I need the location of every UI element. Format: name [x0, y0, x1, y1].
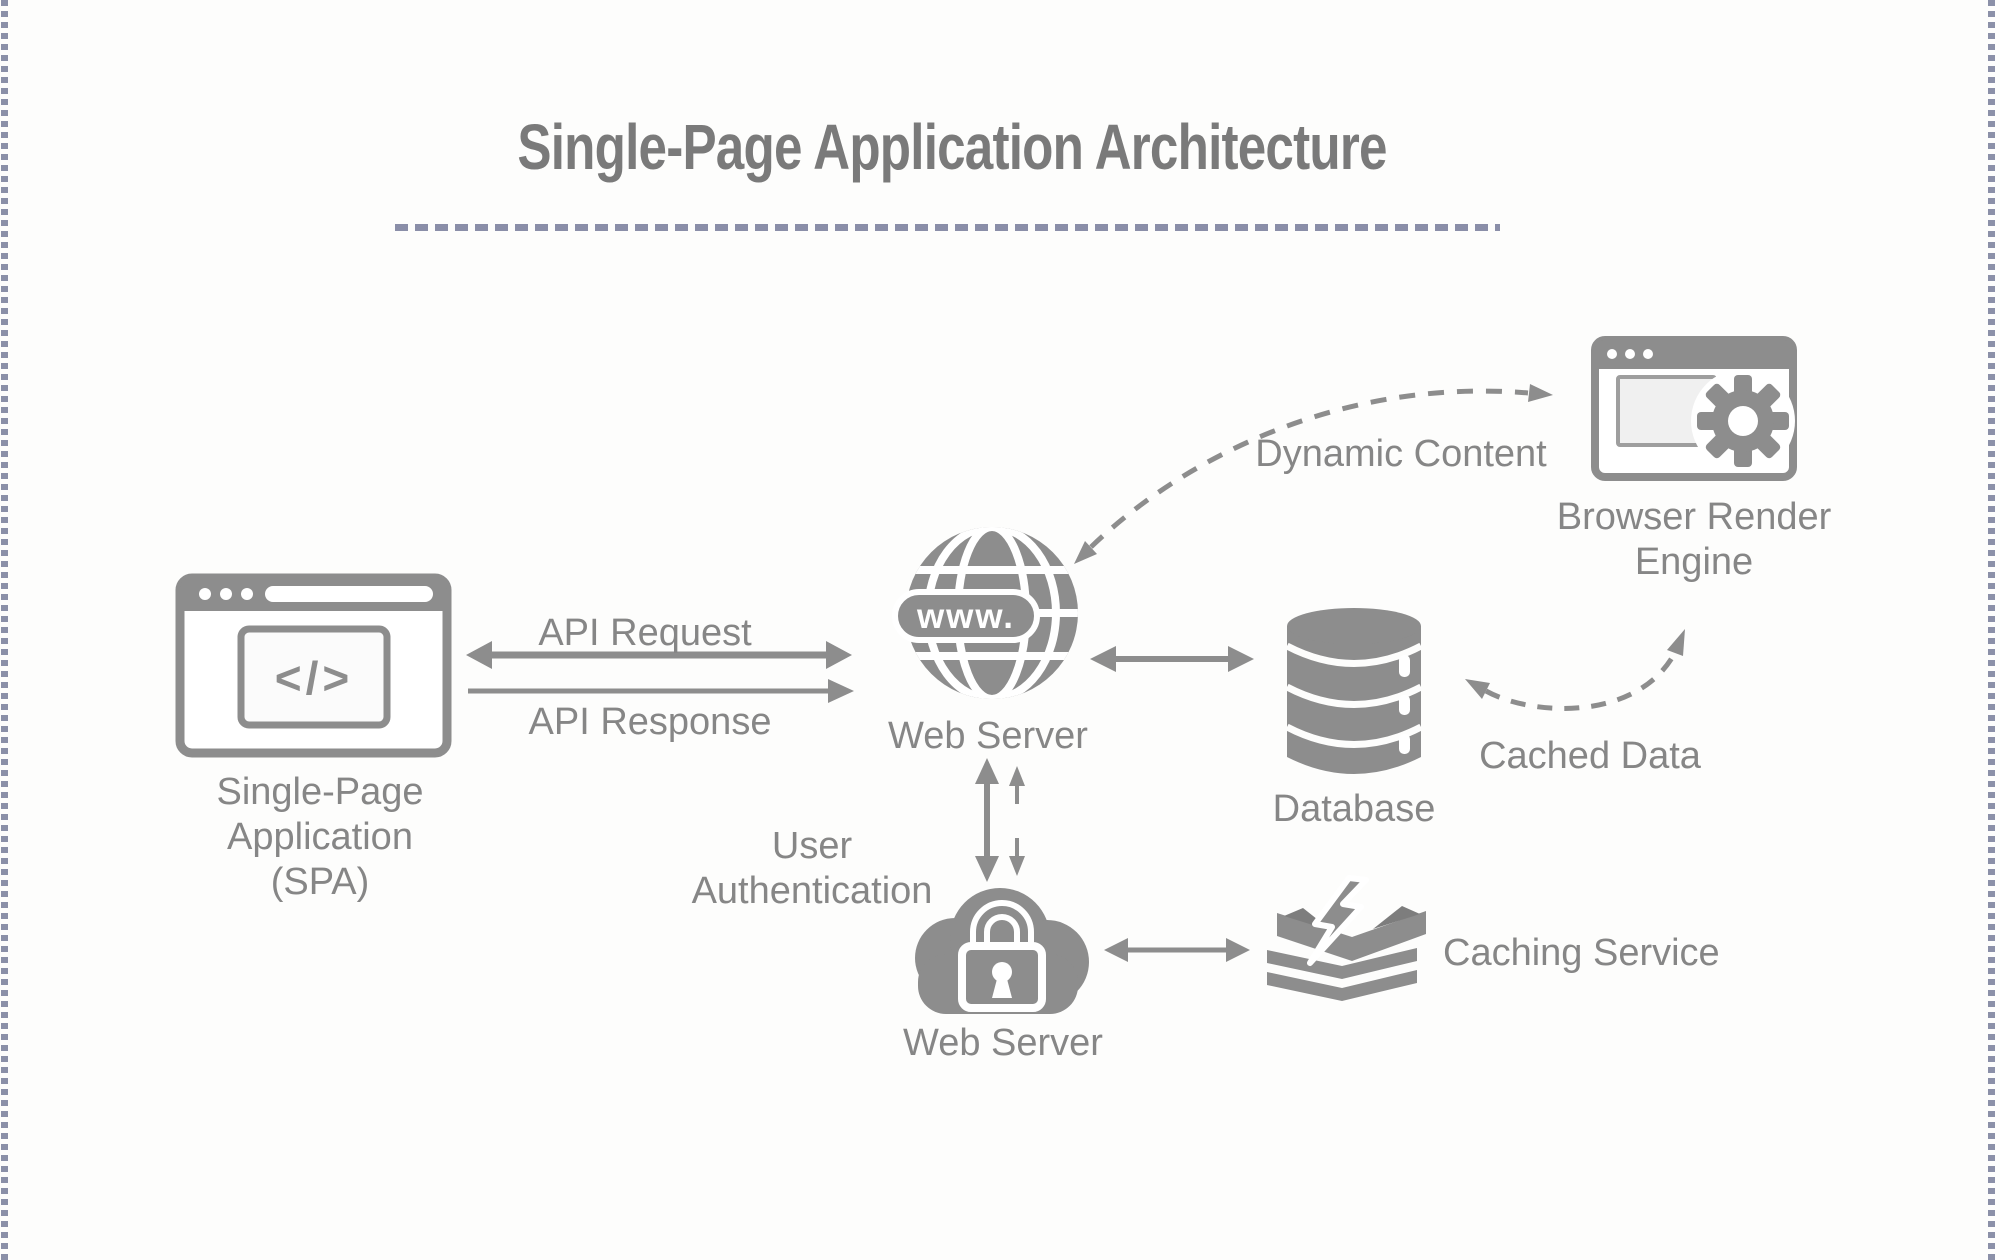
code-icon-glyph: </>	[274, 652, 354, 704]
api-response-label: API Response	[528, 701, 772, 743]
page-title: Single-Page Application Architecture	[517, 111, 1387, 183]
keyhole	[992, 962, 1012, 982]
cloud-lock-icon	[915, 888, 1089, 1014]
web-server-cloud-label: Web Server	[903, 1022, 1103, 1064]
dynamic-content-label: Dynamic Content	[1255, 433, 1547, 475]
render-engine-browser-icon	[1591, 336, 1797, 481]
cache-layer	[1267, 948, 1417, 979]
gear-icon	[1697, 375, 1789, 467]
cache-box-rim	[1373, 906, 1420, 929]
auth-down-arrow	[1009, 838, 1025, 876]
www-banner-text: www.	[916, 597, 1016, 636]
window-dot-icon	[1607, 349, 1617, 359]
database-light	[1399, 695, 1410, 715]
left-dashed-border	[1, 0, 8, 1260]
bre-label-line2: Engine	[1634, 541, 1754, 583]
web-server-globe-label: Web Server	[888, 715, 1088, 757]
database-light	[1399, 655, 1410, 677]
browser-header-bar	[1595, 340, 1793, 369]
window-dot-icon	[220, 588, 232, 600]
right-dashed-border	[1988, 0, 1995, 1260]
auth-up-arrow	[1009, 766, 1025, 804]
server-database-arrow	[1090, 646, 1254, 672]
lock-icon	[958, 900, 1046, 1012]
spa-label: Single-Page Application (SPA)	[120, 770, 520, 905]
api-request-label: API Request	[538, 612, 752, 654]
database-icon	[1285, 608, 1423, 774]
caching-layers-icon	[1267, 875, 1426, 1001]
api-request-arrow	[466, 641, 852, 669]
www-pill	[892, 589, 1040, 643]
code-panel	[237, 625, 391, 729]
lightning-icon	[1307, 875, 1369, 966]
auth-label-line1: User	[771, 825, 853, 867]
window-dot-icon	[241, 588, 253, 600]
browser-render-engine-label: Browser Render Engine	[1544, 495, 1844, 585]
spa-browser-icon	[175, 573, 452, 758]
spa-label-line2: (SPA)	[270, 861, 370, 903]
dynamic-content-arrow	[1074, 384, 1553, 564]
window-dot-icon	[1643, 349, 1653, 359]
caching-service-label: Caching Service	[1443, 932, 1720, 974]
cloud-caching-arrow	[1104, 938, 1250, 962]
database-light	[1399, 734, 1410, 754]
user-authentication-label: User Authentication	[662, 824, 962, 914]
cache-box	[1277, 911, 1426, 961]
globe-icon	[892, 527, 1078, 699]
address-bar	[265, 586, 433, 602]
auth-double-arrow	[975, 758, 999, 882]
title-underline	[395, 224, 1500, 231]
auth-label-line2: Authentication	[691, 870, 933, 912]
window-dot-icon	[199, 588, 211, 600]
cache-layer	[1267, 970, 1417, 1001]
spa-label-line1: Single-Page Application	[216, 771, 424, 858]
cached-data-label: Cached Data	[1479, 735, 1701, 777]
bre-label-line1: Browser Render	[1556, 496, 1832, 538]
api-response-arrow	[468, 679, 854, 703]
cached-data-arrow	[1465, 629, 1685, 711]
window-dot-icon	[1625, 349, 1635, 359]
database-label: Database	[1272, 788, 1436, 830]
